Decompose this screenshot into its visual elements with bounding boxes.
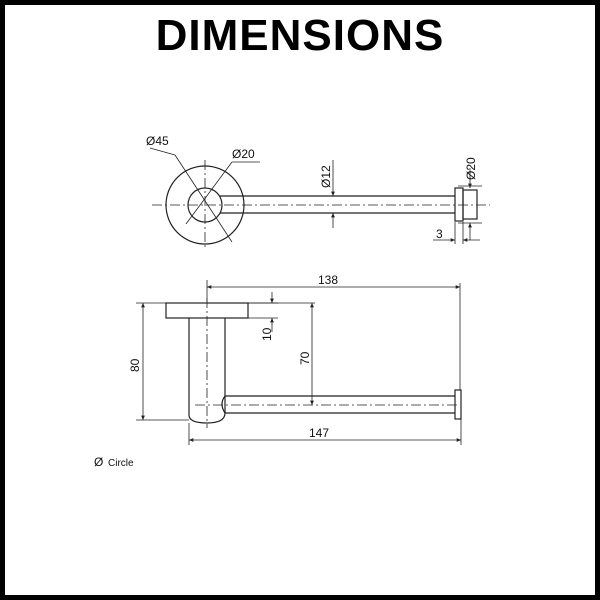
- dim-end-thickness: 3: [436, 227, 443, 241]
- post-bottom: [188, 394, 226, 424]
- dim-rod-diameter: Ø12: [319, 165, 333, 188]
- inner-dia-leader: [185, 161, 233, 225]
- page-title: DIMENSIONS: [155, 11, 445, 60]
- top-view: [149, 147, 490, 250]
- side-view: [136, 280, 462, 445]
- outer-dia-leader: [174, 154, 233, 243]
- base-outer-circle: [165, 165, 245, 245]
- base-inner-circle: [187, 187, 223, 223]
- dim-rod-height: 70: [298, 351, 312, 365]
- legend-text: Circle: [108, 458, 134, 469]
- end-cap-face: [462, 189, 478, 220]
- diameter-symbol: Ø: [94, 455, 103, 469]
- dim-height: 80: [128, 358, 142, 372]
- end-cap: [454, 187, 464, 222]
- dim-end-diameter: Ø20: [464, 157, 478, 180]
- dim-outer-diameter: Ø45: [146, 134, 169, 148]
- side-rod: [221, 395, 455, 414]
- dim-rod-length: 138: [318, 273, 338, 287]
- dim-plate-thickness: 10: [260, 327, 274, 341]
- dim-total-length: 147: [309, 426, 329, 440]
- dim-inner-diameter: Ø20: [232, 147, 255, 161]
- side-end-cap: [454, 389, 462, 420]
